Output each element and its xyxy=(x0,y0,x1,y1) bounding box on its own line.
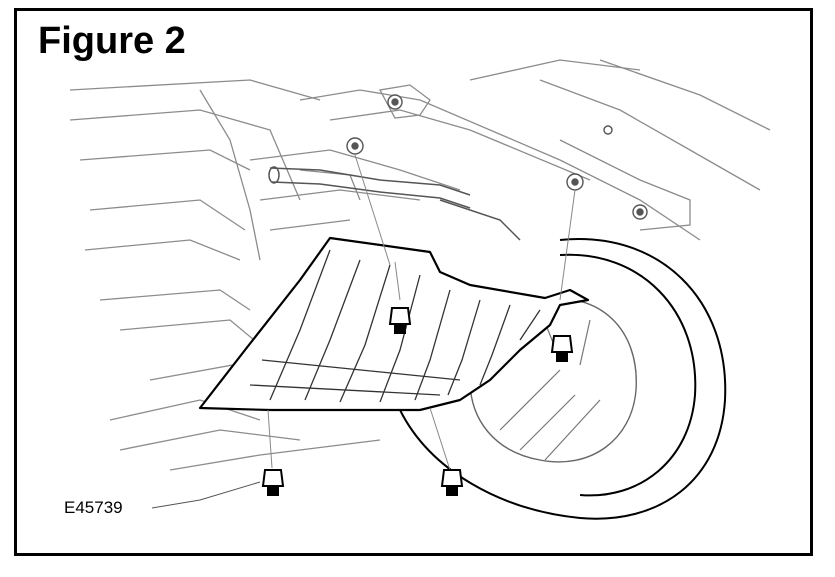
reference-leader xyxy=(151,481,261,509)
leader-lines xyxy=(267,154,576,471)
bolt-bottom-right xyxy=(440,469,464,496)
wheel-tyre xyxy=(399,238,727,520)
bolt-top-center xyxy=(388,307,412,334)
underbody-structure xyxy=(69,59,771,471)
bolt-right xyxy=(550,335,574,362)
rim xyxy=(469,297,637,463)
tyre-inner xyxy=(559,253,697,497)
mounting-nuts xyxy=(346,94,648,220)
bolt-bottom-left xyxy=(261,469,285,496)
tyre-outer xyxy=(399,238,727,520)
shield-ribs xyxy=(249,249,541,403)
reference-code: E45739 xyxy=(64,498,123,517)
exhaust-pipe xyxy=(268,166,521,241)
figure-title: Figure 2 xyxy=(38,20,186,62)
